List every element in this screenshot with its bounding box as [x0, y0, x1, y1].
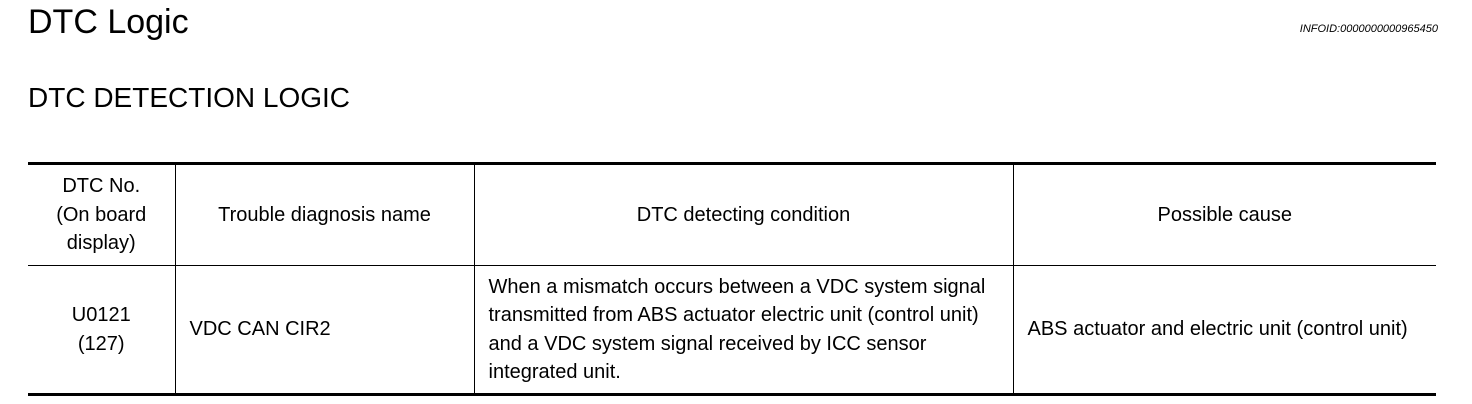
table-row: U0121 (127) VDC CAN CIR2 When a mismatch… — [28, 265, 1436, 395]
header-cause: Possible cause — [1012, 163, 1436, 266]
table-header-row: DTC No. (On board display) Trouble diagn… — [28, 163, 1436, 266]
cell-trouble-name: VDC CAN CIR2 — [174, 265, 475, 395]
dtc-code: U0121 — [71, 304, 131, 326]
cell-condition: When a mismatch occurs between a VDC sys… — [473, 265, 1014, 395]
info-id: INFOID:0000000000965450 — [1299, 23, 1438, 35]
dtc-table: DTC No. (On board display) Trouble diagn… — [28, 162, 1436, 396]
header-trouble-name: Trouble diagnosis name — [174, 163, 475, 266]
header-dtc-no: DTC No. (On board display) — [28, 163, 176, 266]
header-condition: DTC detecting condition — [473, 163, 1014, 266]
header-dtc-no-line: (On board — [56, 203, 147, 226]
dtc-display-code: (127) — [77, 332, 125, 355]
header-dtc-no-line: DTC No. — [62, 175, 141, 198]
cell-cause: ABS actuator and electric unit (control … — [1012, 265, 1436, 395]
cell-dtc-no: U0121 (127) — [28, 265, 176, 395]
header-dtc-no-line: display) — [66, 232, 136, 255]
page-title: DTC Logic — [28, 3, 189, 41]
section-title: DTC DETECTION LOGIC — [28, 82, 351, 113]
